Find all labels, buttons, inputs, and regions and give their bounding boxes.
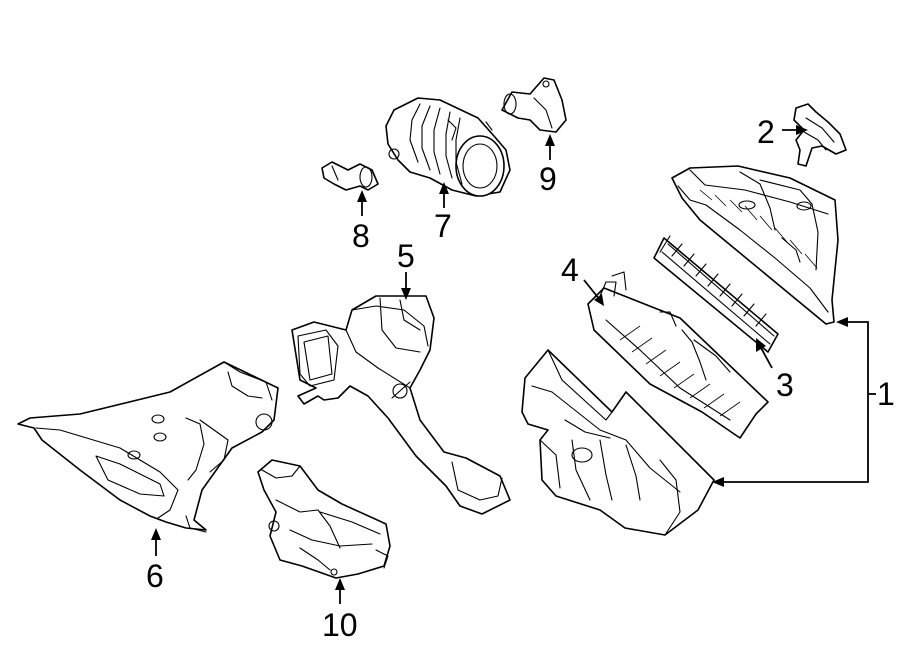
arrow-6 [151, 528, 161, 540]
leader-3 [759, 345, 773, 369]
air-cleaner-lower-case [521, 349, 715, 536]
leader-4 [583, 279, 601, 301]
mass-airflow-sensor [793, 103, 847, 167]
callout-6: 6 [146, 558, 164, 594]
arrow-4 [594, 294, 604, 306]
arrow-7 [439, 182, 449, 194]
arrow-9 [545, 134, 555, 146]
filter-bracket [587, 271, 769, 439]
arrow-10 [335, 578, 345, 590]
temperature-sensor [321, 161, 379, 191]
arrow-3 [756, 338, 766, 352]
arrow-2 [796, 125, 808, 135]
air-cleaner-upper-cover [671, 165, 839, 325]
callout-5: 5 [397, 238, 415, 274]
callout-7: 7 [434, 208, 452, 244]
arrow-1-bottom [712, 477, 724, 487]
leader-1 [722, 321, 869, 483]
intake-resonator-duct [17, 361, 279, 533]
callout-3: 3 [776, 367, 794, 403]
resonator-chamber [257, 459, 391, 579]
breather-hose [501, 77, 567, 133]
callout-1: 1 [877, 376, 895, 412]
air-intake-hose [385, 97, 511, 197]
callout-10: 10 [322, 607, 358, 643]
arrow-5 [401, 288, 411, 300]
arrow-8 [357, 190, 367, 202]
callout-4: 4 [561, 252, 579, 288]
callout-9: 9 [539, 161, 557, 197]
callout-2: 2 [757, 114, 775, 150]
arrow-1-top [836, 317, 848, 327]
callout-8: 8 [352, 218, 370, 254]
air-filter-element [653, 235, 779, 353]
intake-duct [291, 295, 511, 515]
